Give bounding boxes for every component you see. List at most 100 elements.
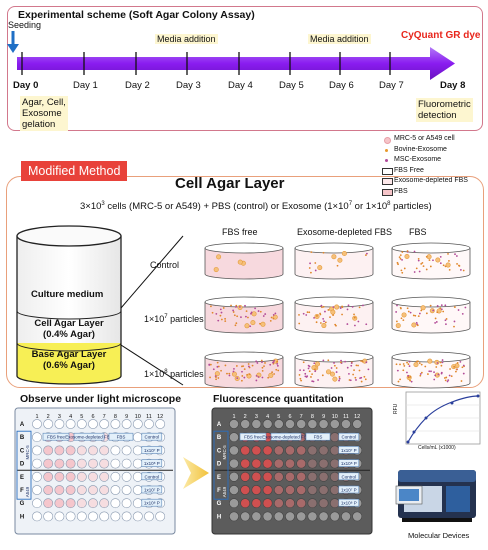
cells-description: 3×103 cells (MRC-5 or A549) + PBS (contr… — [80, 201, 432, 213]
svg-text:B: B — [217, 435, 222, 441]
culture-dish — [294, 351, 374, 389]
media-addition-note: Media addition — [308, 34, 371, 44]
seeding-label: Seeding — [8, 20, 42, 30]
row-label-1e7: 1×107 particles — [144, 314, 204, 324]
svg-text:C: C — [20, 448, 25, 454]
svg-text:6: 6 — [288, 414, 291, 420]
row-label-control: Control — [150, 260, 180, 270]
svg-text:1x10⁸ P: 1x10⁸ P — [341, 461, 357, 466]
legend: MRC-5 or A549 cell Bovine-Exosome MSC-Ex… — [381, 134, 483, 196]
svg-text:Control: Control — [145, 474, 160, 479]
svg-text:10: 10 — [135, 414, 141, 420]
culture-dish — [391, 242, 471, 280]
svg-text:4: 4 — [266, 414, 269, 420]
cell-agar-label: Cell Agar Layer(0.4% Agar) — [34, 318, 104, 340]
svg-text:FBS free: FBS free — [47, 435, 65, 440]
svg-text:C: C — [217, 448, 222, 454]
svg-text:1x10⁷ P: 1x10⁷ P — [341, 488, 357, 493]
svg-text:Control: Control — [342, 435, 357, 440]
svg-text:A: A — [20, 422, 25, 428]
col-header-fbs-free: FBS free — [222, 227, 258, 237]
day-label: Day 8 — [440, 80, 466, 91]
svg-text:5: 5 — [277, 414, 280, 420]
dish-grid — [204, 242, 471, 389]
modified-method-badge: Modified Method — [21, 161, 128, 181]
culture-dish — [391, 296, 471, 334]
agar-cylinder — [16, 225, 184, 386]
svg-text:3: 3 — [255, 414, 258, 420]
molecular-devices-label: Molecular Devices — [408, 531, 470, 540]
svg-text:1x10⁸ P: 1x10⁸ P — [341, 501, 357, 506]
media-addition-note: Media addition — [155, 34, 218, 44]
svg-text:E: E — [20, 475, 24, 481]
timeline-arrow — [17, 47, 455, 80]
fluorometric-note: Fluorometric detection — [416, 98, 473, 122]
svg-text:11: 11 — [343, 414, 349, 420]
day0-note: Agar, Cell, Exosome gelation — [20, 96, 68, 131]
day-label: Day 5 — [279, 80, 304, 91]
svg-text:F: F — [20, 488, 24, 494]
svg-text:F: F — [217, 488, 221, 494]
day-label: Day 7 — [379, 80, 404, 91]
svg-text:1: 1 — [232, 414, 235, 420]
col-header-exo-depleted: Exosome-depleted FBS — [297, 227, 393, 237]
svg-text:B: B — [20, 435, 25, 441]
chart-ylabel: RFU — [393, 403, 399, 414]
svg-text:Control: Control — [145, 435, 160, 440]
svg-text:9: 9 — [125, 414, 128, 420]
svg-text:1: 1 — [35, 414, 38, 420]
culture-dish — [294, 296, 374, 334]
svg-text:G: G — [20, 501, 25, 507]
svg-text:D: D — [20, 462, 25, 468]
svg-text:Exosome-depleted FBS: Exosome-depleted FBS — [65, 435, 113, 440]
culture-dish — [204, 242, 284, 280]
right-arrow-icon — [183, 457, 209, 489]
plate-reader-device — [395, 470, 476, 522]
svg-text:12: 12 — [354, 414, 360, 420]
svg-text:H: H — [217, 514, 221, 520]
svg-text:7: 7 — [103, 414, 106, 420]
base-agar-label: Base Agar Layer(0.6% Agar) — [31, 349, 107, 371]
svg-text:Exosome-depleted FBS: Exosome-depleted FBS — [262, 435, 310, 440]
day-label: Day 6 — [329, 80, 354, 91]
svg-text:1x10⁷ P: 1x10⁷ P — [144, 488, 160, 493]
cell-agar-heading: Cell Agar Layer — [175, 175, 285, 192]
scheme-frame — [7, 6, 483, 131]
svg-text:H: H — [20, 514, 24, 520]
svg-text:A: A — [217, 422, 222, 428]
svg-text:G: G — [217, 501, 222, 507]
culture-dish — [204, 351, 284, 389]
svg-text:6: 6 — [91, 414, 94, 420]
culture-dish — [391, 351, 471, 389]
fluorescence-title: Fluorescence quantitation — [213, 393, 344, 405]
culture-medium-label: Culture medium — [31, 289, 104, 300]
culture-dish — [204, 296, 284, 334]
seeding-arrow-icon — [7, 31, 19, 53]
svg-text:5: 5 — [80, 414, 83, 420]
svg-text:FBS: FBS — [314, 435, 323, 440]
svg-text:A549: A549 — [25, 486, 30, 497]
day-label: Day 2 — [125, 80, 150, 91]
svg-text:11: 11 — [146, 414, 152, 420]
row-label-1e8: 1×108 particles — [144, 369, 204, 379]
day-label: Day 1 — [73, 80, 98, 91]
svg-text:1x10⁷ P: 1x10⁷ P — [144, 448, 160, 453]
svg-text:12: 12 — [157, 414, 163, 420]
standard-curve-chart — [405, 391, 481, 445]
svg-text:Control: Control — [342, 474, 357, 479]
svg-text:FBS: FBS — [117, 435, 126, 440]
svg-text:8: 8 — [311, 414, 314, 420]
svg-text:3: 3 — [58, 414, 61, 420]
svg-text:9: 9 — [322, 414, 325, 420]
svg-text:1x10⁸ P: 1x10⁸ P — [144, 501, 160, 506]
svg-text:8: 8 — [114, 414, 117, 420]
culture-dish — [294, 242, 374, 280]
chart-xlabel: Cells/mL (x1000) — [418, 445, 456, 451]
observe-title: Observe under light microscope — [20, 393, 182, 405]
svg-text:10: 10 — [332, 414, 338, 420]
svg-text:4: 4 — [69, 414, 72, 420]
svg-text:FBS free: FBS free — [244, 435, 262, 440]
